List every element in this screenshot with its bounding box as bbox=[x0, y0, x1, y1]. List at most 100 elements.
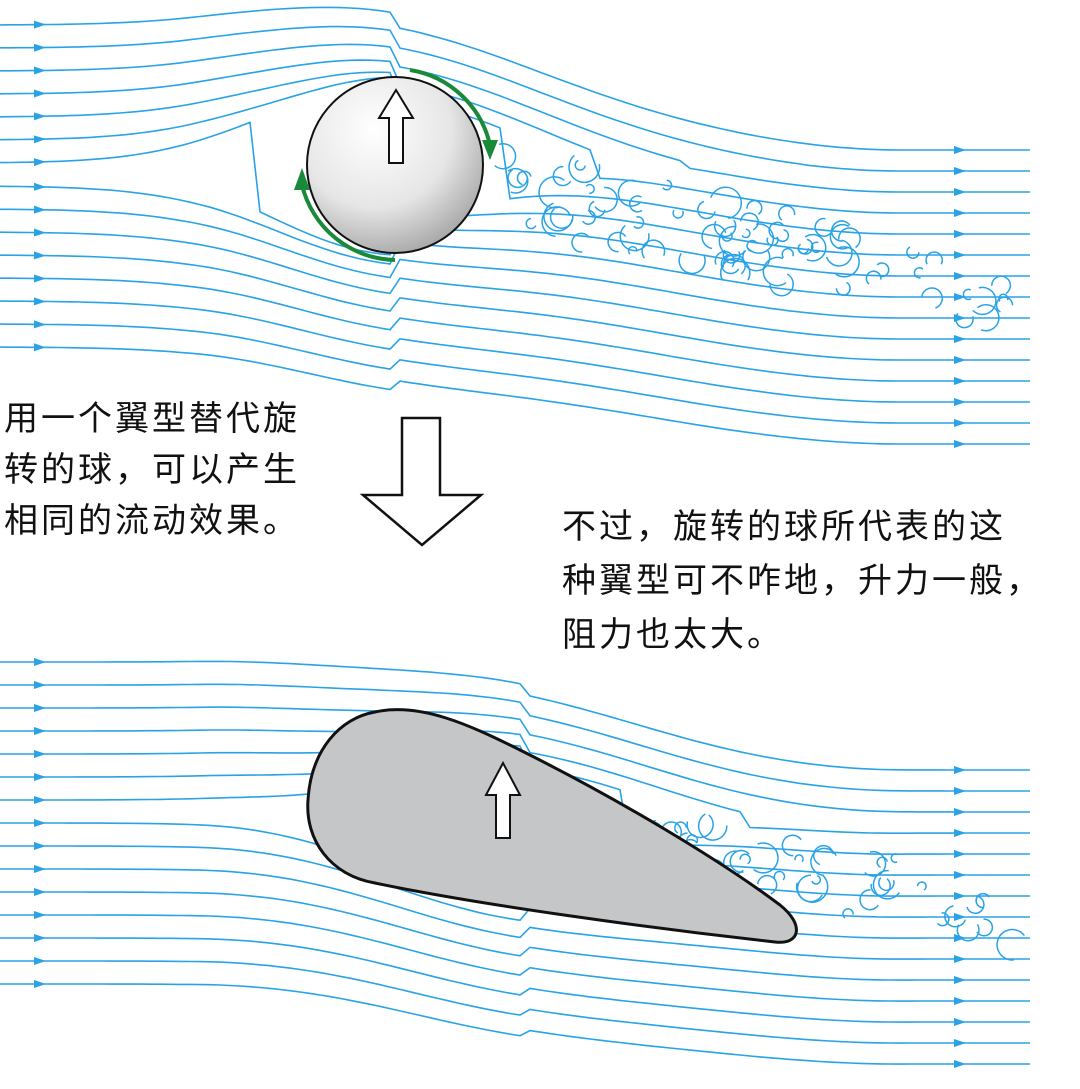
streamline bbox=[0, 729, 1030, 835]
flow-arrow-icon bbox=[954, 167, 966, 175]
flow-arrow-icon bbox=[954, 892, 966, 900]
flow-arrow-icon bbox=[954, 1039, 966, 1047]
top-streamlines bbox=[0, 6, 1030, 448]
eddy bbox=[975, 892, 990, 909]
flow-arrow-icon bbox=[954, 230, 966, 238]
down-arrow-icon bbox=[359, 416, 485, 547]
flow-arrow-icon bbox=[954, 808, 966, 816]
flow-arrow-icon bbox=[34, 888, 46, 896]
flow-arrow-icon bbox=[34, 957, 46, 965]
flow-arrow-icon bbox=[34, 819, 46, 827]
eddy bbox=[594, 186, 618, 213]
streamline bbox=[0, 346, 1030, 445]
caption-line: 不过，旋转的球所代表的这 bbox=[562, 507, 1006, 547]
eddy bbox=[804, 233, 827, 262]
eddy bbox=[507, 169, 529, 189]
streamline bbox=[0, 706, 1030, 813]
eddy bbox=[549, 208, 574, 229]
eddy bbox=[678, 252, 706, 275]
eddy bbox=[797, 243, 810, 255]
flow-arrow-icon bbox=[954, 955, 966, 963]
flow-arrow-icon bbox=[954, 209, 966, 217]
eddy bbox=[585, 183, 595, 195]
flow-arrow-icon bbox=[34, 796, 46, 804]
eddy bbox=[921, 287, 943, 309]
eddy bbox=[825, 239, 853, 267]
flow-arrow-icon bbox=[954, 335, 966, 343]
eddy bbox=[582, 209, 596, 225]
eddy bbox=[878, 877, 895, 892]
eddy bbox=[571, 232, 590, 253]
eddy bbox=[996, 928, 1025, 961]
eddy bbox=[972, 286, 997, 316]
eddy bbox=[776, 229, 790, 243]
streamline bbox=[0, 6, 1030, 151]
flow-arrow-icon bbox=[34, 681, 46, 689]
flow-arrow-icon bbox=[34, 704, 46, 712]
flow-arrow-icon bbox=[34, 911, 46, 919]
caption-line: 种翼型可不咋地，升力一般， bbox=[562, 561, 1043, 601]
eddy bbox=[494, 143, 517, 170]
flow-arrow-icon bbox=[954, 146, 966, 154]
eddy bbox=[813, 844, 834, 866]
eddy bbox=[756, 874, 778, 895]
flow-arrow-icon bbox=[954, 913, 966, 921]
eddy bbox=[674, 821, 688, 834]
flow-arrow-icon bbox=[33, 274, 46, 283]
spin-arrow-icon bbox=[300, 184, 396, 262]
eddy bbox=[936, 912, 950, 927]
eddy bbox=[773, 870, 786, 881]
eddy bbox=[797, 238, 814, 255]
eddy bbox=[829, 223, 850, 250]
streamline bbox=[0, 121, 1030, 277]
flow-arrow-icon bbox=[34, 750, 46, 758]
airfoil bbox=[306, 708, 798, 944]
eddy bbox=[865, 270, 882, 285]
eddy bbox=[719, 257, 751, 281]
eddy bbox=[876, 856, 889, 868]
flow-arrow-icon bbox=[954, 356, 966, 364]
eddy bbox=[872, 869, 900, 900]
streamline bbox=[0, 683, 1030, 792]
eddy bbox=[617, 179, 641, 207]
left-caption: 用一个翼型替代旋 转的球，可以产生 相同的流动效果。 bbox=[4, 394, 300, 547]
lift-arrow-icon bbox=[377, 88, 415, 164]
flow-arrow-icon bbox=[954, 1060, 966, 1068]
streamline bbox=[0, 231, 1030, 340]
eddy bbox=[739, 853, 751, 865]
eddy bbox=[956, 924, 980, 942]
flow-arrow-icon bbox=[33, 182, 46, 191]
streamline bbox=[0, 208, 1030, 319]
eddy bbox=[710, 186, 743, 220]
eddy bbox=[574, 159, 586, 171]
streamline bbox=[0, 845, 1030, 939]
flow-arrow-icon bbox=[34, 980, 46, 988]
flow-arrow-icon bbox=[954, 976, 966, 984]
flow-arrow-icon bbox=[954, 398, 966, 406]
eddy bbox=[697, 200, 716, 220]
flow-arrow-icon bbox=[34, 842, 46, 850]
eddy bbox=[864, 850, 887, 877]
streamline bbox=[0, 660, 1030, 771]
eddy bbox=[778, 205, 796, 221]
flow-arrow-icon bbox=[33, 251, 46, 260]
eddy bbox=[541, 206, 572, 238]
flow-arrow-icon bbox=[954, 1018, 966, 1026]
eddy bbox=[588, 200, 606, 218]
flow-arrow-icon bbox=[954, 766, 966, 774]
eddy bbox=[686, 814, 714, 839]
eddy bbox=[962, 288, 972, 301]
eddy bbox=[859, 889, 879, 911]
eddy bbox=[718, 225, 747, 257]
flow-arrow-icon bbox=[954, 850, 966, 858]
eddy bbox=[835, 246, 860, 278]
flow-arrow-icon bbox=[33, 205, 46, 214]
eddy bbox=[796, 874, 823, 903]
eddy bbox=[746, 200, 763, 215]
eddy bbox=[890, 853, 899, 864]
eddy bbox=[516, 170, 532, 186]
caption-line: 用一个翼型替代旋 bbox=[4, 399, 300, 439]
flow-arrow-icon bbox=[33, 343, 46, 352]
flow-arrow-icon bbox=[33, 135, 46, 144]
eddy bbox=[876, 262, 890, 278]
